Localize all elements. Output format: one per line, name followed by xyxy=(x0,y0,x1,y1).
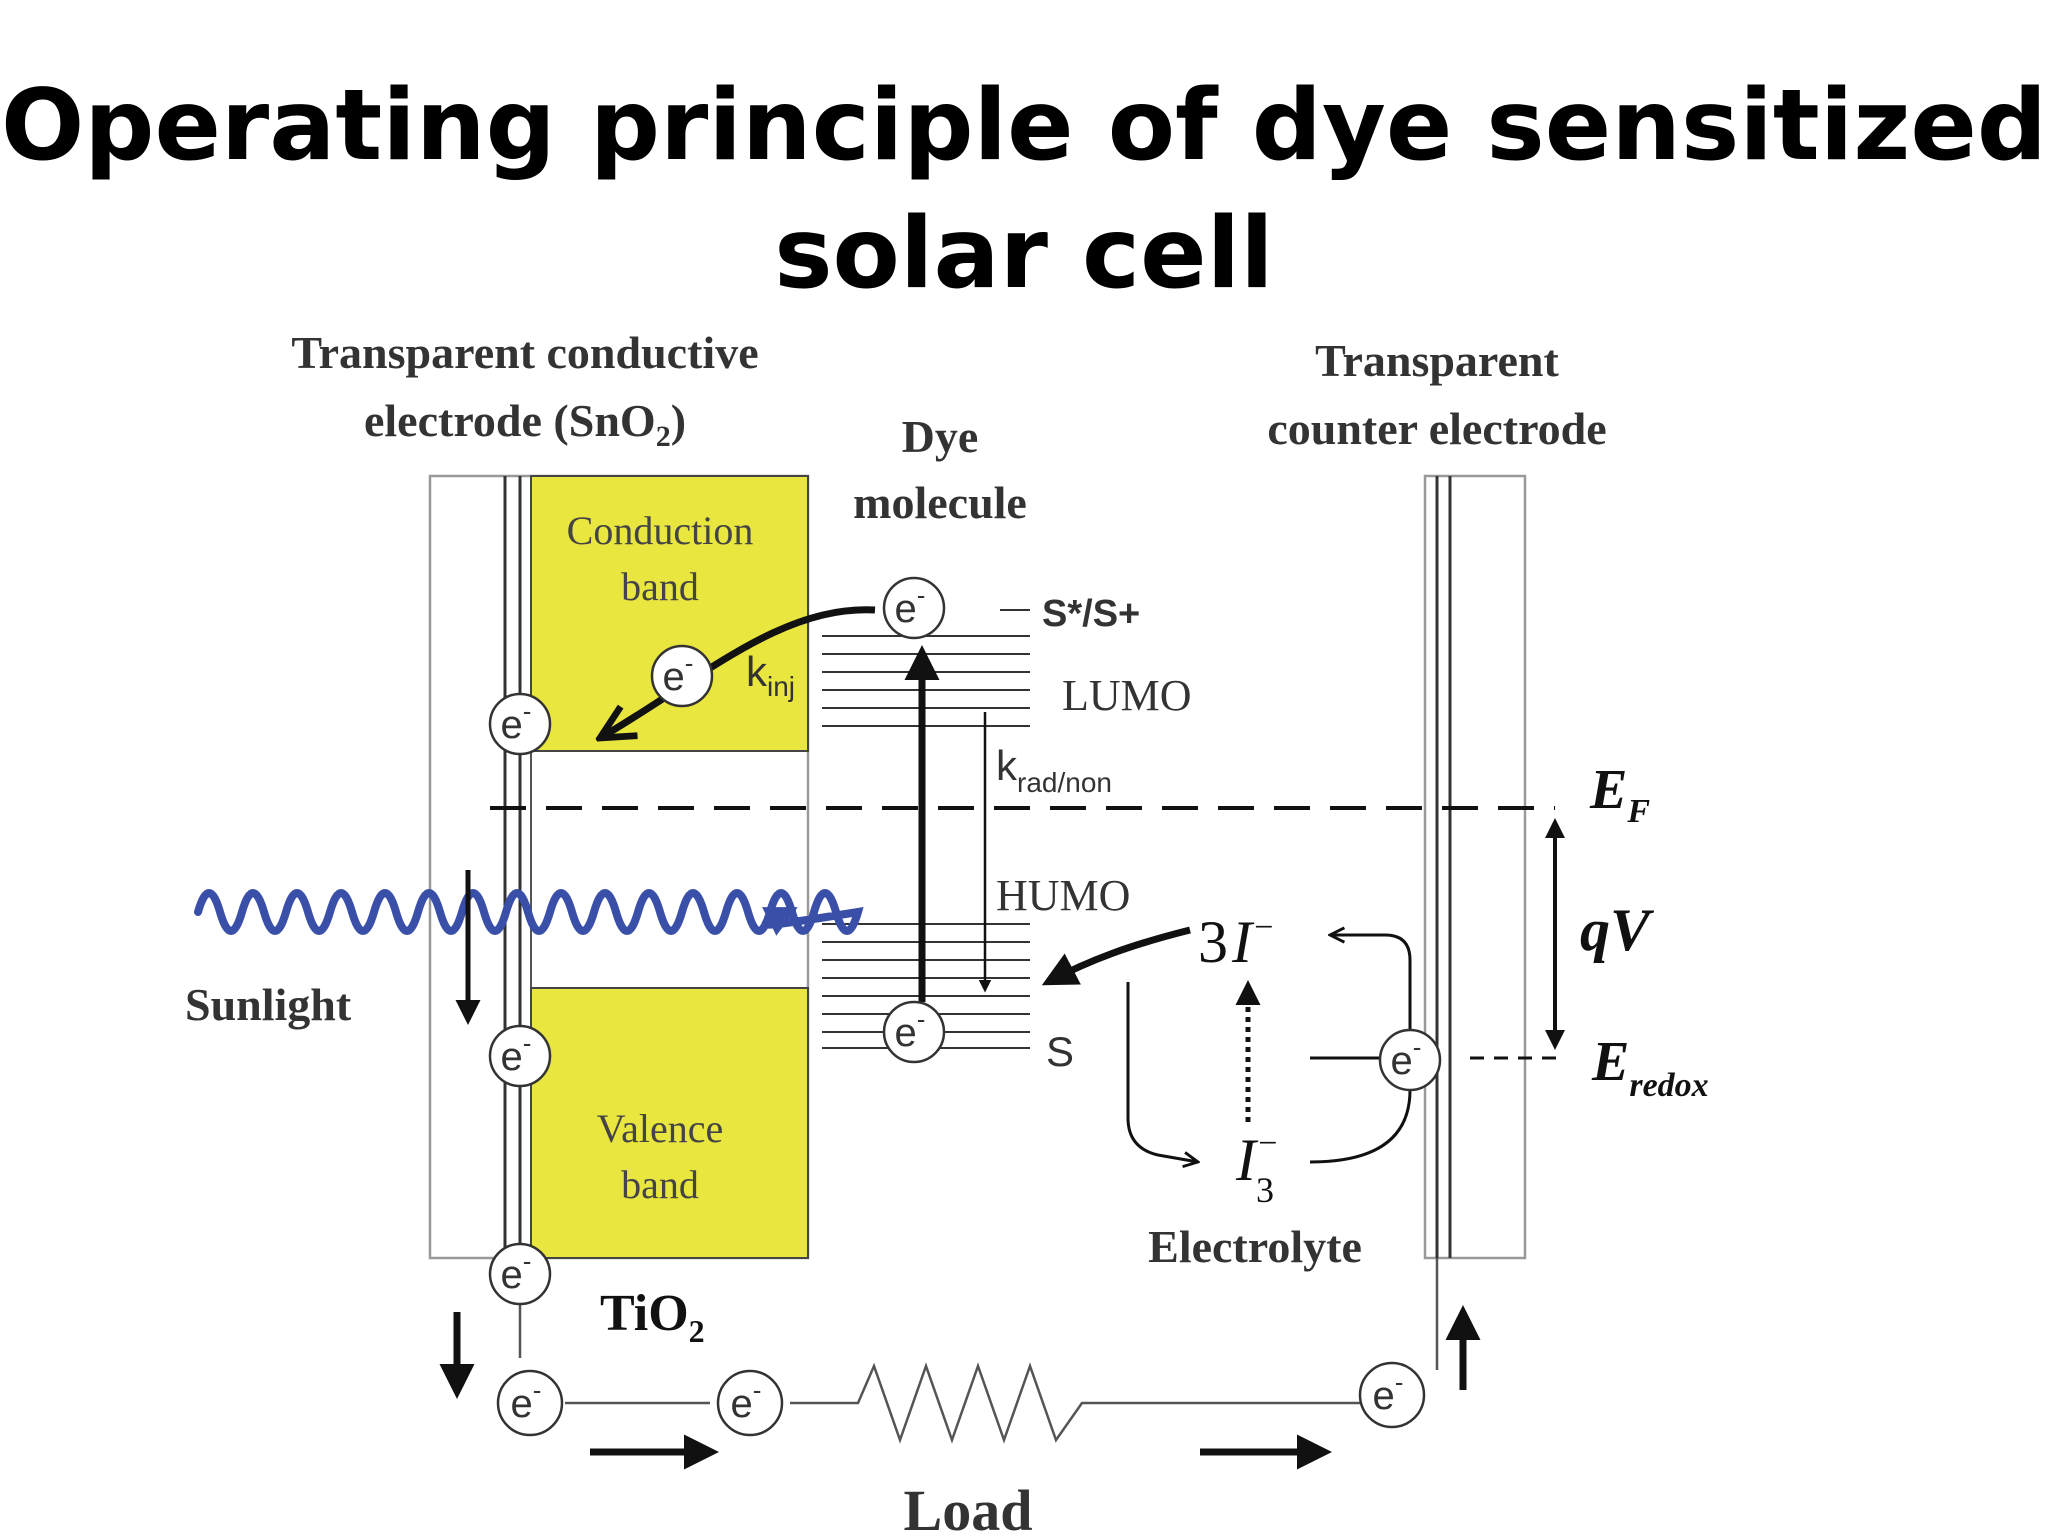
valence-band-label-2: band xyxy=(621,1162,699,1207)
triiodide-to-electrode xyxy=(1309,1089,1412,1164)
dye-label-line1: Dye xyxy=(902,411,979,462)
tco-label-line1: Transparent conductive xyxy=(291,327,758,378)
load-label: Load xyxy=(904,1478,1033,1536)
ef-label: EF xyxy=(1589,759,1650,830)
electron-circuit-1: e- xyxy=(496,1369,564,1437)
conduction-band-label-1: Conduction xyxy=(567,508,754,553)
sunlight-label: Sunlight xyxy=(185,979,352,1030)
load-resistor xyxy=(790,1362,1362,1444)
svg-text:e-: e- xyxy=(731,1375,762,1426)
svg-text:e-: e- xyxy=(501,1028,532,1079)
electron-counter-electrode: e- xyxy=(1378,1028,1442,1092)
humo-label: HUMO xyxy=(996,871,1130,920)
electrolyte-label: Electrolyte xyxy=(1148,1221,1362,1272)
s-star-label: S*/S+ xyxy=(1042,593,1140,635)
valence-band-box xyxy=(530,987,809,1259)
tco-label-line2: electrode (SnO2) xyxy=(364,395,686,453)
electron-tco-middle: e- xyxy=(488,1024,552,1088)
lumo-label: LUMO xyxy=(1062,671,1192,720)
electron-conduction-band: e- xyxy=(650,644,714,708)
krad-label: krad/non xyxy=(996,742,1112,798)
counter-label-line2: counter electrode xyxy=(1267,403,1606,454)
regeneration-arrow xyxy=(1041,926,1191,986)
page-title: Operating principle of dye sensitized so… xyxy=(0,62,2048,318)
electron-dye-lower: e- xyxy=(882,1000,946,1064)
svg-text:e-: e- xyxy=(895,1004,926,1055)
dye-label-line2: molecule xyxy=(853,477,1027,528)
conduction-band-label-2: band xyxy=(621,564,699,609)
counter-electrode-frame xyxy=(1423,474,1527,1260)
oxidation-path xyxy=(1126,982,1198,1162)
conduction-band-box xyxy=(530,475,809,752)
title-line-1: Operating principle of dye sensitized xyxy=(1,69,2047,183)
iodide-label: 3I− xyxy=(1198,909,1275,975)
svg-text:e-: e- xyxy=(1373,1367,1404,1418)
svg-text:e-: e- xyxy=(663,648,694,699)
svg-text:e-: e- xyxy=(895,580,926,631)
title-line-2: solar cell xyxy=(774,197,1274,311)
triiodide-label: I3− xyxy=(1235,1125,1279,1210)
electron-circuit-3: e- xyxy=(1358,1361,1426,1429)
tio2-label: TiO2 xyxy=(600,1285,705,1349)
svg-text:e-: e- xyxy=(501,696,532,747)
counter-label-line1: Transparent xyxy=(1315,335,1559,386)
electron-circuit-2: e- xyxy=(716,1369,784,1437)
s-level-label: S xyxy=(1046,1028,1074,1075)
electron-tco-upper: e- xyxy=(488,692,552,756)
electron-dye-upper: e- xyxy=(882,576,946,640)
svg-text:e-: e- xyxy=(511,1375,542,1426)
eredox-label: Eredox xyxy=(1591,1031,1709,1104)
valence-band-label-1: Valence xyxy=(597,1106,724,1151)
svg-text:e-: e- xyxy=(501,1246,532,1297)
kinj-label: kinj xyxy=(746,648,795,702)
svg-text:e-: e- xyxy=(1391,1032,1422,1083)
electron-tco-lower: e- xyxy=(488,1242,552,1306)
iodide-return-arrow xyxy=(1330,935,1412,1030)
injection-arrow xyxy=(600,606,876,738)
qv-label: qV xyxy=(1580,897,1655,963)
sunlight-wave xyxy=(194,889,864,936)
